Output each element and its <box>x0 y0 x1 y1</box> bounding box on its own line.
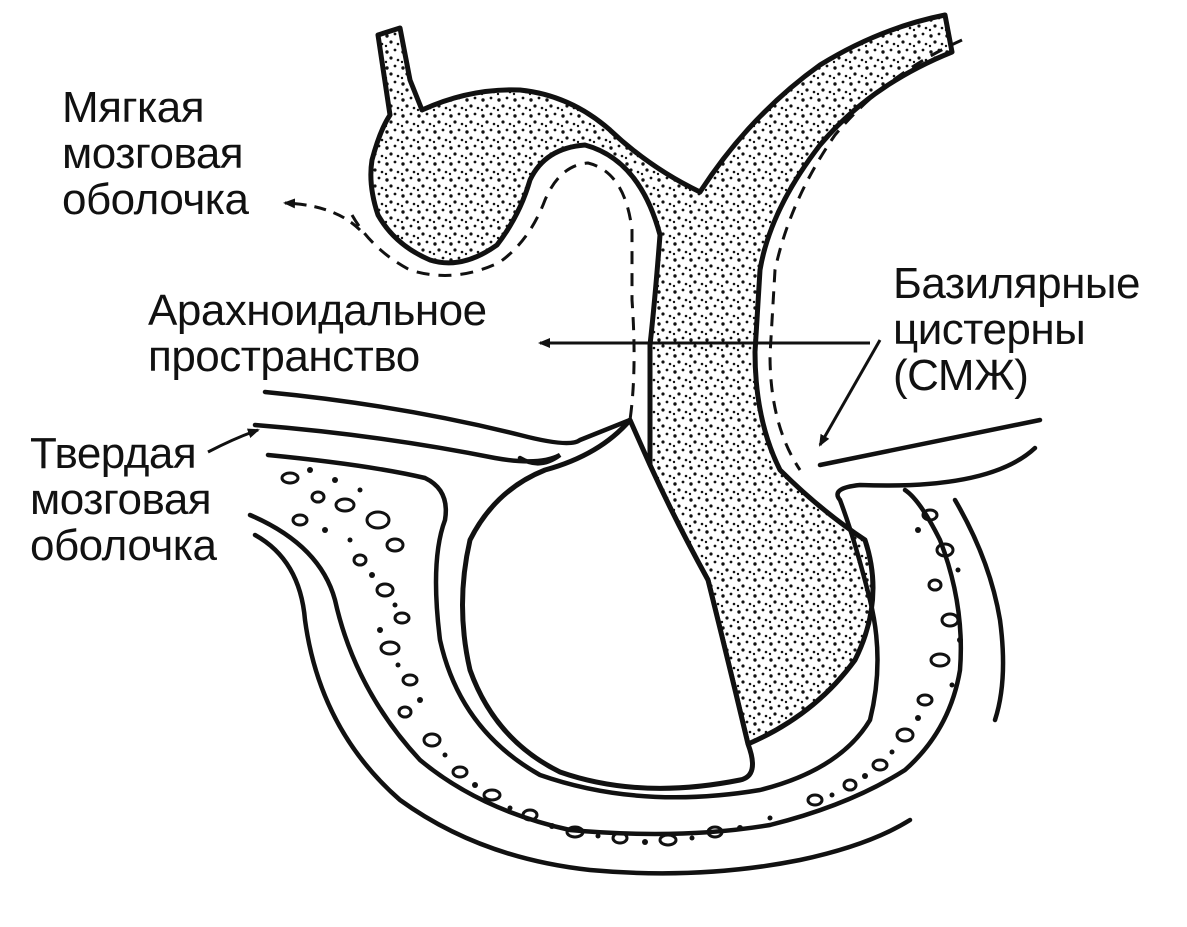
label-line: Арахноидальное <box>148 288 487 334</box>
label-pia-mater: Мягкая мозговая оболочка <box>62 85 248 223</box>
label-dura-mater: Твердая мозговая оболочка <box>30 431 216 569</box>
label-line: цистерны <box>893 307 1140 353</box>
label-line: Базилярные <box>893 261 1140 307</box>
label-line: пространство <box>148 334 487 380</box>
label-arachnoid-space: Арахноидальное пространство <box>148 288 487 380</box>
pia-pointer <box>285 203 360 230</box>
label-basilar-cisterns: Базилярные цистерны (СМЖ) <box>893 261 1140 399</box>
label-line: оболочка <box>62 177 248 223</box>
label-line: оболочка <box>30 523 216 569</box>
label-line: мозговая <box>30 477 216 523</box>
label-line: (СМЖ) <box>893 353 1140 399</box>
label-line: мозговая <box>62 131 248 177</box>
label-line: Мягкая <box>62 85 248 131</box>
label-line: Твердая <box>30 431 216 477</box>
basilar-pointer <box>820 340 880 445</box>
